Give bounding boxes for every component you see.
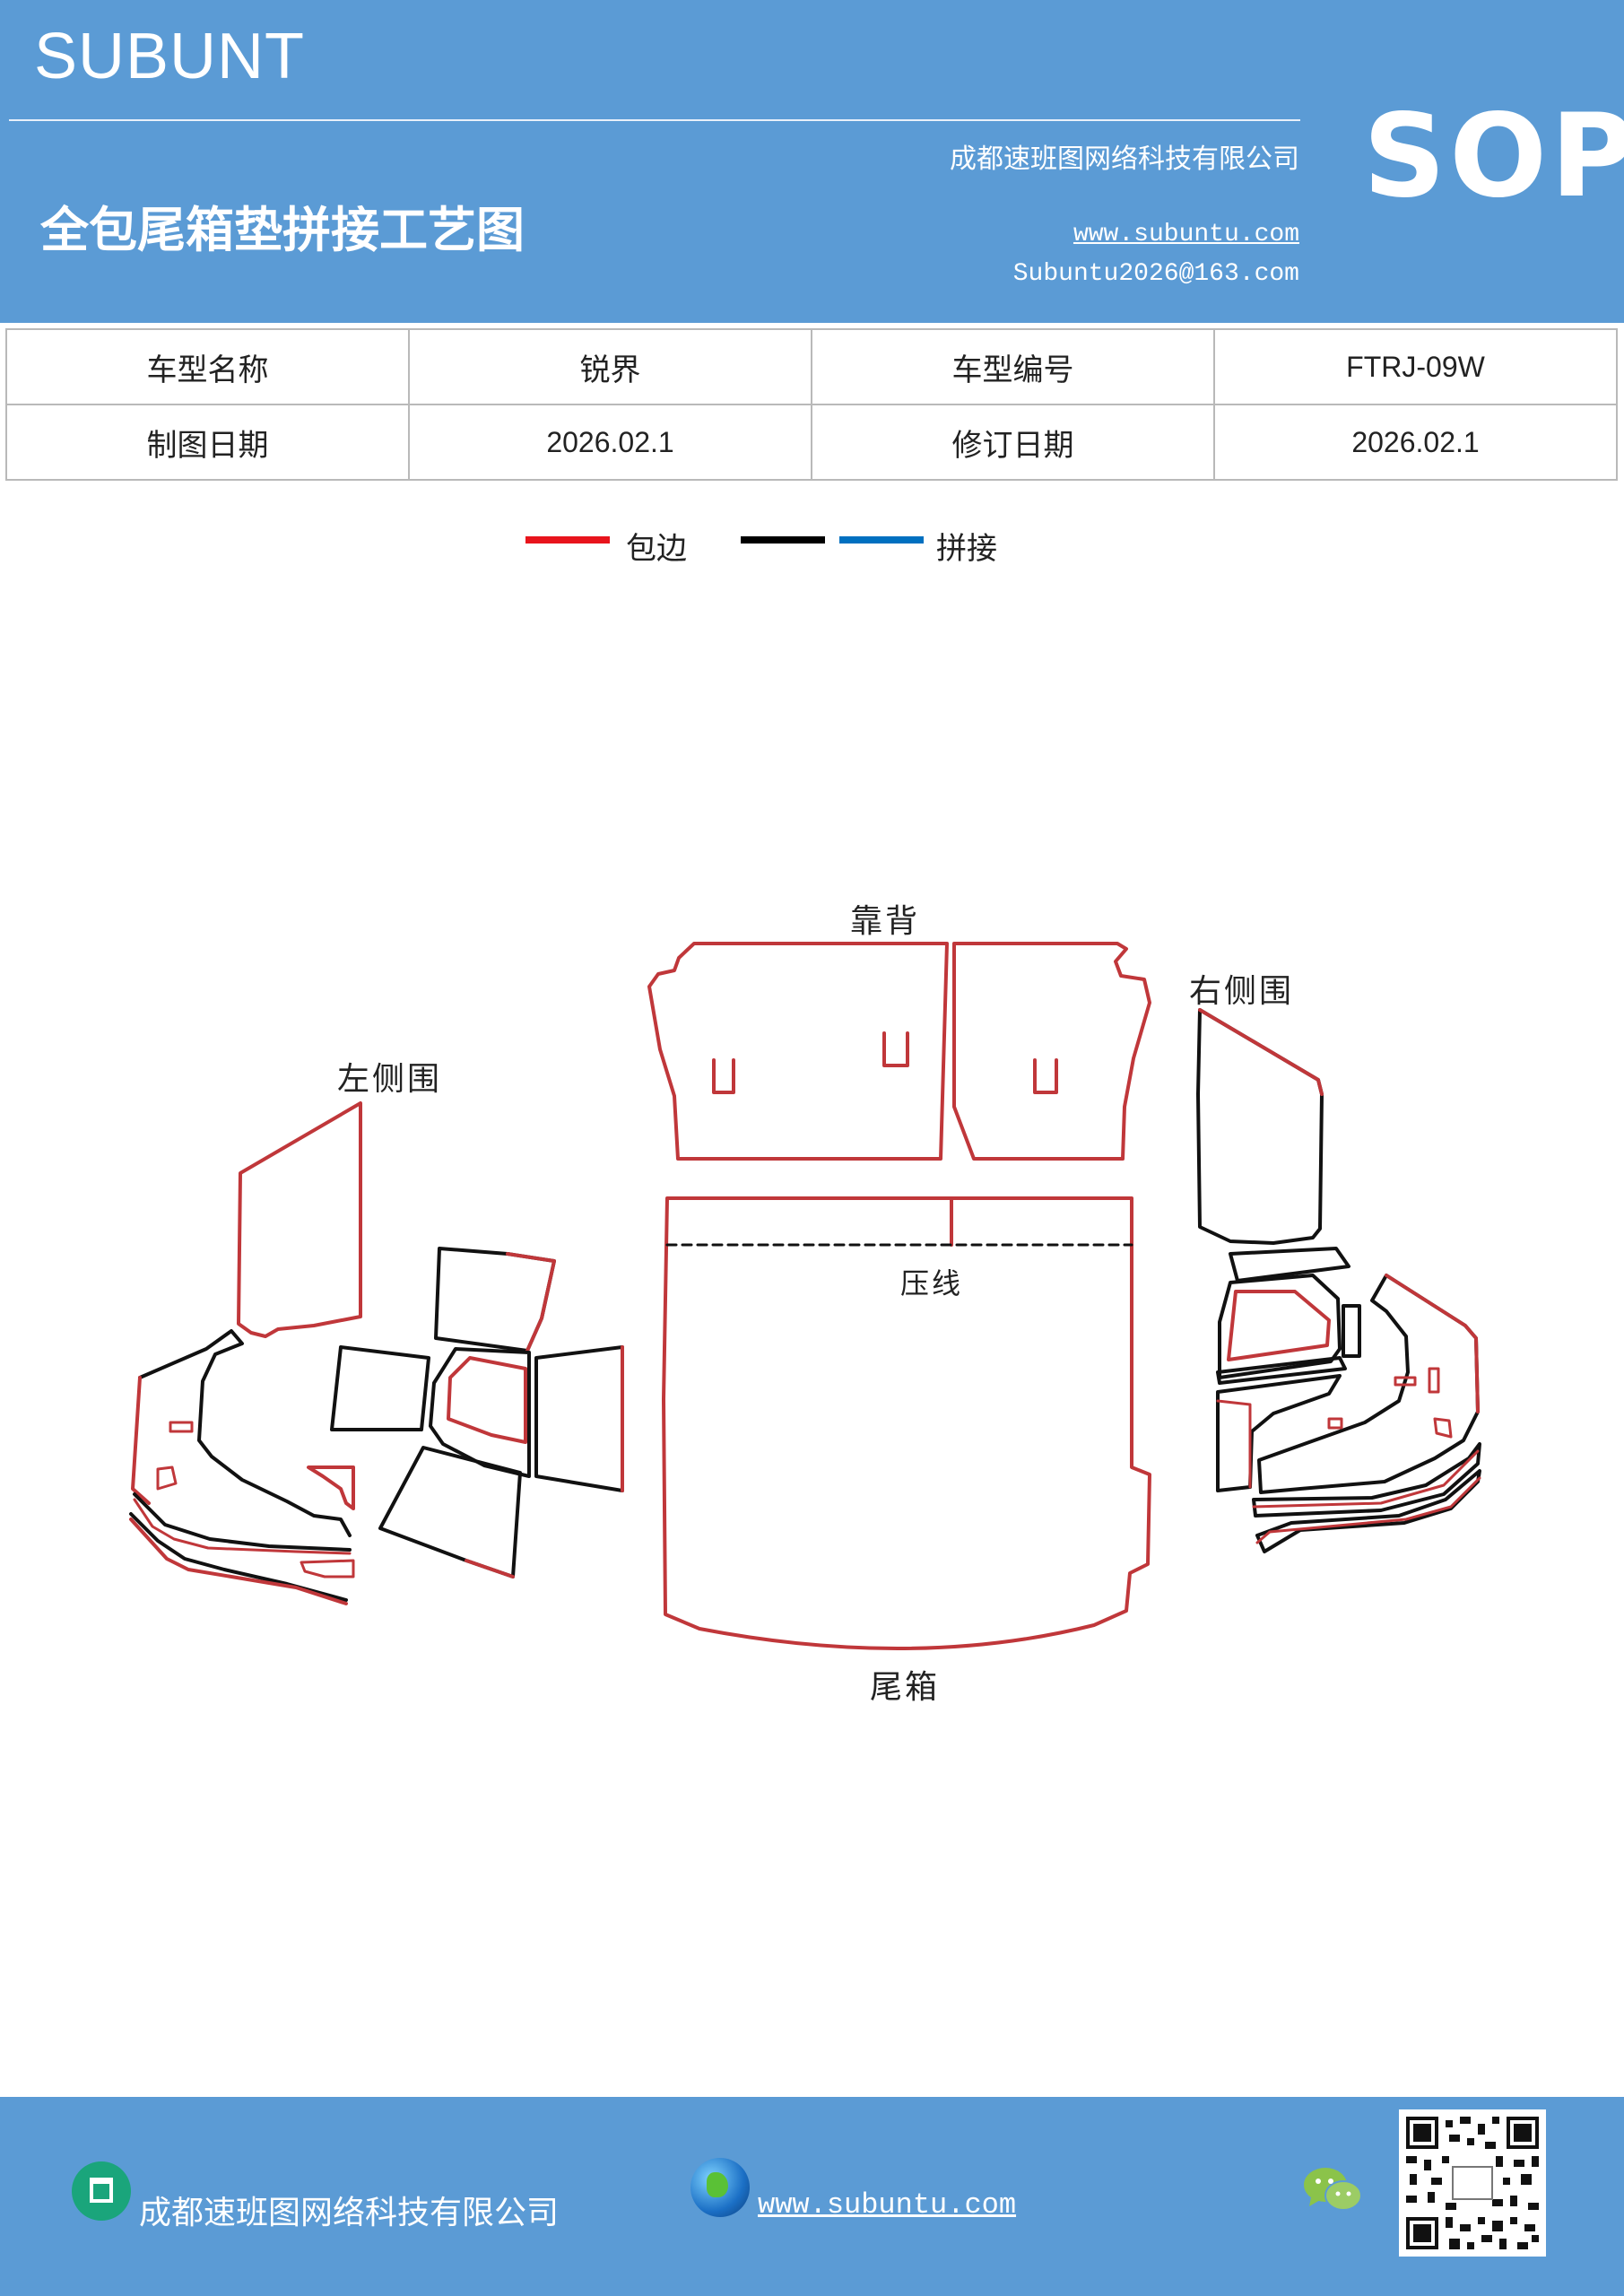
- backrest-left-panel: [647, 942, 949, 1161]
- table-row: 制图日期 2026.02.1 修订日期 2026.02.1: [5, 404, 1618, 481]
- label-crease: 压线: [900, 1266, 964, 1300]
- header-divider: [9, 119, 1300, 121]
- left-curve-piece: [429, 1347, 531, 1478]
- document-title: 全包尾箱垫拼接工艺图: [40, 201, 525, 258]
- left-bottom-square: [378, 1446, 522, 1578]
- table-cell: 车型名称: [5, 328, 410, 405]
- vehicle-info-table: 车型名称 锐界 车型编号 FTRJ-09W 制图日期 2026.02.1 修订日…: [5, 328, 1618, 481]
- legend-swatch-red: [525, 536, 610, 544]
- table-row: 车型名称 锐界 车型编号 FTRJ-09W: [5, 328, 1618, 405]
- wechat-icon: [1304, 2168, 1362, 2211]
- label-right-side: 右侧围: [1189, 973, 1295, 1010]
- table-cell: 锐界: [408, 328, 812, 405]
- table-cell: 2026.02.1: [408, 404, 812, 481]
- label-trunk: 尾箱: [870, 1669, 941, 1706]
- legend: 包边 拼接: [0, 526, 1624, 570]
- header-email: Subuntu2026@163.com: [1012, 260, 1299, 288]
- footer-company: 成都速班图网络科技有限公司: [139, 2195, 560, 2231]
- table-cell: 修订日期: [811, 404, 1215, 481]
- label-backrest: 靠背: [850, 903, 921, 940]
- footer-url-link[interactable]: www.subuntu.com: [758, 2188, 1017, 2222]
- left-top-square: [434, 1247, 556, 1352]
- table-cell: FTRJ-09W: [1213, 328, 1618, 405]
- left-side-upper-panel: [237, 1101, 362, 1338]
- brand-name: SUBUNT: [34, 21, 306, 92]
- table-cell: 2026.02.1: [1213, 404, 1618, 481]
- header-url-link[interactable]: www.subuntu.com: [1073, 221, 1299, 248]
- legend-label-seam: 拼接: [936, 531, 997, 567]
- left-right-square: [534, 1345, 624, 1492]
- label-left-side: 左侧围: [337, 1061, 443, 1098]
- globe-icon: [690, 2158, 750, 2217]
- backrest-right-panel: [952, 942, 1151, 1161]
- legend-swatch-black: [741, 536, 825, 544]
- header-banner: SUBUNT 成都速班图网络科技有限公司 全包尾箱垫拼接工艺图 www.subu…: [0, 0, 1624, 323]
- footer-banner: 成都速班图网络科技有限公司 www.subuntu.com: [0, 2097, 1624, 2296]
- qr-code-icon: [1399, 2109, 1546, 2257]
- right-side-lower-panel: [1216, 1247, 1481, 1553]
- legend-swatch-blue: [839, 536, 924, 544]
- right-side-upper-panel: [1196, 1008, 1324, 1245]
- table-cell: 车型编号: [811, 328, 1215, 405]
- sop-badge: SOP: [1363, 90, 1624, 223]
- left-mid-square: [330, 1345, 430, 1431]
- trunk-floor-panel: [662, 1196, 1151, 1650]
- left-side-lower-panel: [129, 1329, 355, 1605]
- legend-label-edge: 包边: [626, 531, 687, 567]
- header-company: 成都速班图网络科技有限公司: [950, 144, 1299, 175]
- building-icon: [72, 2161, 131, 2221]
- table-cell: 制图日期: [5, 404, 410, 481]
